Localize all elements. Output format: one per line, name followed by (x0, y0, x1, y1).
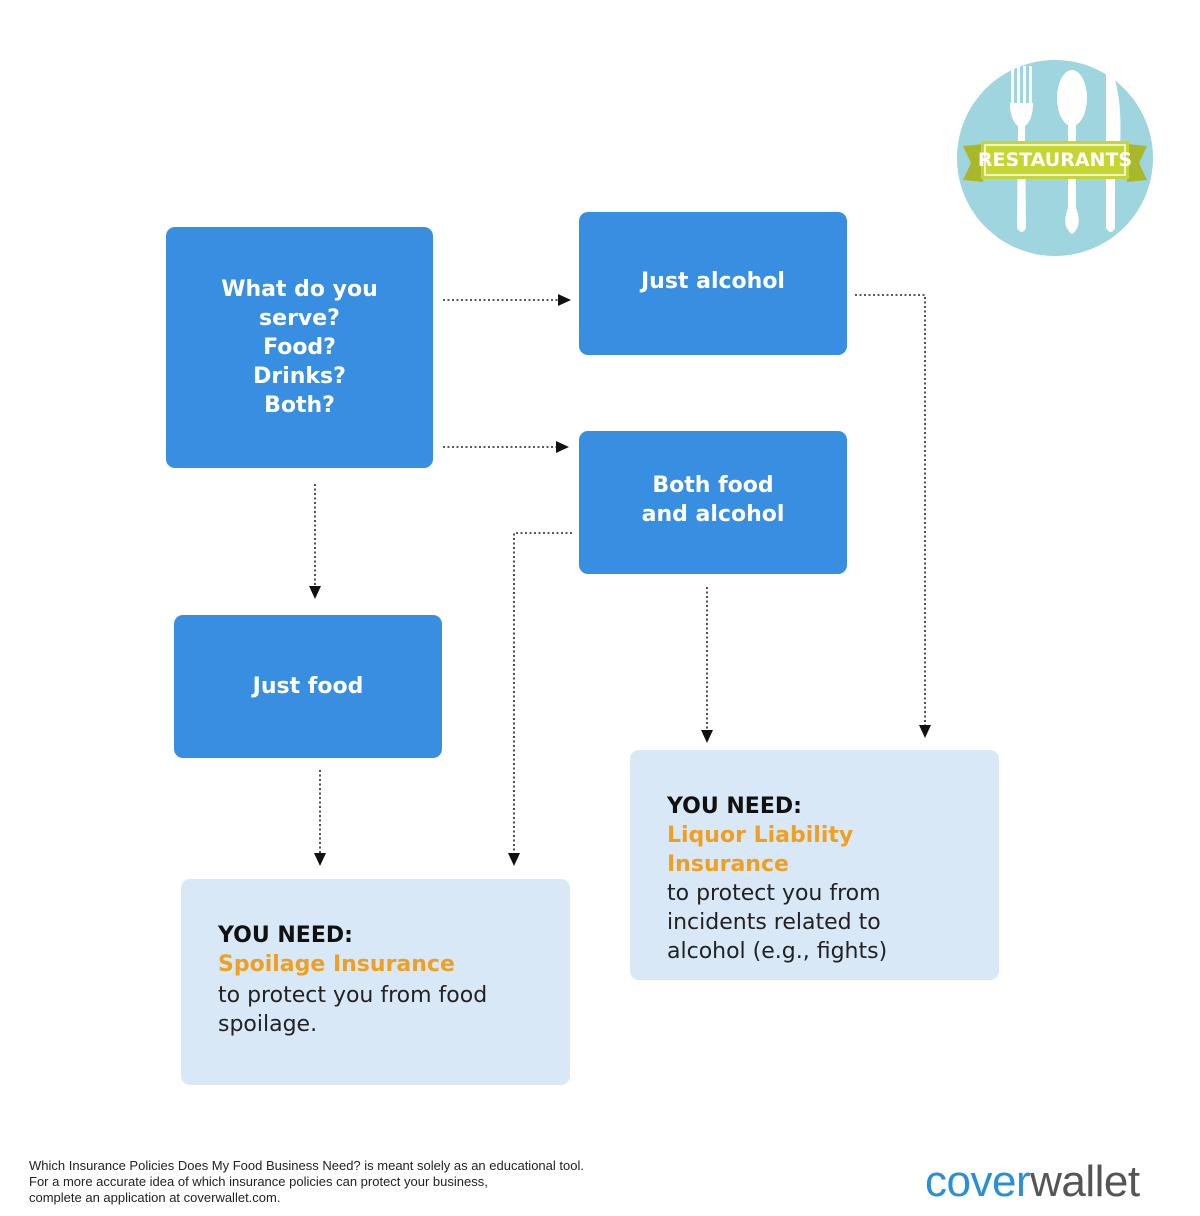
arrowhead (558, 294, 571, 306)
logo-wallet: wallet (1030, 1157, 1140, 1206)
just-alcohol-node: Just alcohol (579, 212, 847, 355)
both-text: Both food and alcohol (641, 473, 785, 527)
liquor-description: to protect you from incidents related to… (667, 881, 888, 964)
arrowhead (701, 730, 713, 743)
arrowhead (314, 853, 326, 866)
arrow-both-to-spoilage (513, 532, 572, 852)
logo-cover: cover (925, 1157, 1031, 1206)
arrowhead (919, 725, 931, 738)
spoilage-description: to protect you from food spoilage. (218, 983, 488, 1037)
spoilage-heading: YOU NEED: (218, 923, 353, 948)
arrow-alcohol-to-liquor (855, 294, 926, 726)
arrowhead (309, 586, 321, 599)
just-food-node: Just food (174, 615, 442, 758)
arrowhead (556, 441, 569, 453)
spoilage-result-box: YOU NEED: Spoilage Insurance to protect … (181, 879, 570, 1085)
restaurants-badge: RESTAURANTS (957, 60, 1153, 256)
question-text: What do you serve? Food? Drinks? Both? (221, 277, 378, 418)
badge-label: RESTAURANTS (978, 149, 1132, 171)
liquor-result-box: YOU NEED: Liquor Liability Insurance to … (630, 750, 999, 980)
just-alcohol-text: Just alcohol (641, 269, 785, 294)
liquor-policy: Liquor Liability Insurance (667, 823, 854, 877)
badge-ribbon: RESTAURANTS (963, 141, 1147, 182)
both-node: Both food and alcohol (579, 431, 847, 574)
just-food-text: Just food (252, 674, 364, 699)
disclaimer-line-3: complete an application at coverwallet.c… (29, 1190, 281, 1205)
arrowhead (508, 853, 520, 866)
liquor-heading: YOU NEED: (667, 794, 802, 819)
disclaimer: Which Insurance Policies Does My Food Bu… (29, 1158, 749, 1206)
disclaimer-line-1: Which Insurance Policies Does My Food Bu… (29, 1158, 584, 1173)
disclaimer-line-2: For a more accurate idea of which insura… (29, 1174, 488, 1189)
spoilage-policy: Spoilage Insurance (218, 952, 455, 977)
coverwallet-logo: coverwallet (925, 1156, 1140, 1208)
question-node: What do you serve? Food? Drinks? Both? (166, 227, 433, 468)
